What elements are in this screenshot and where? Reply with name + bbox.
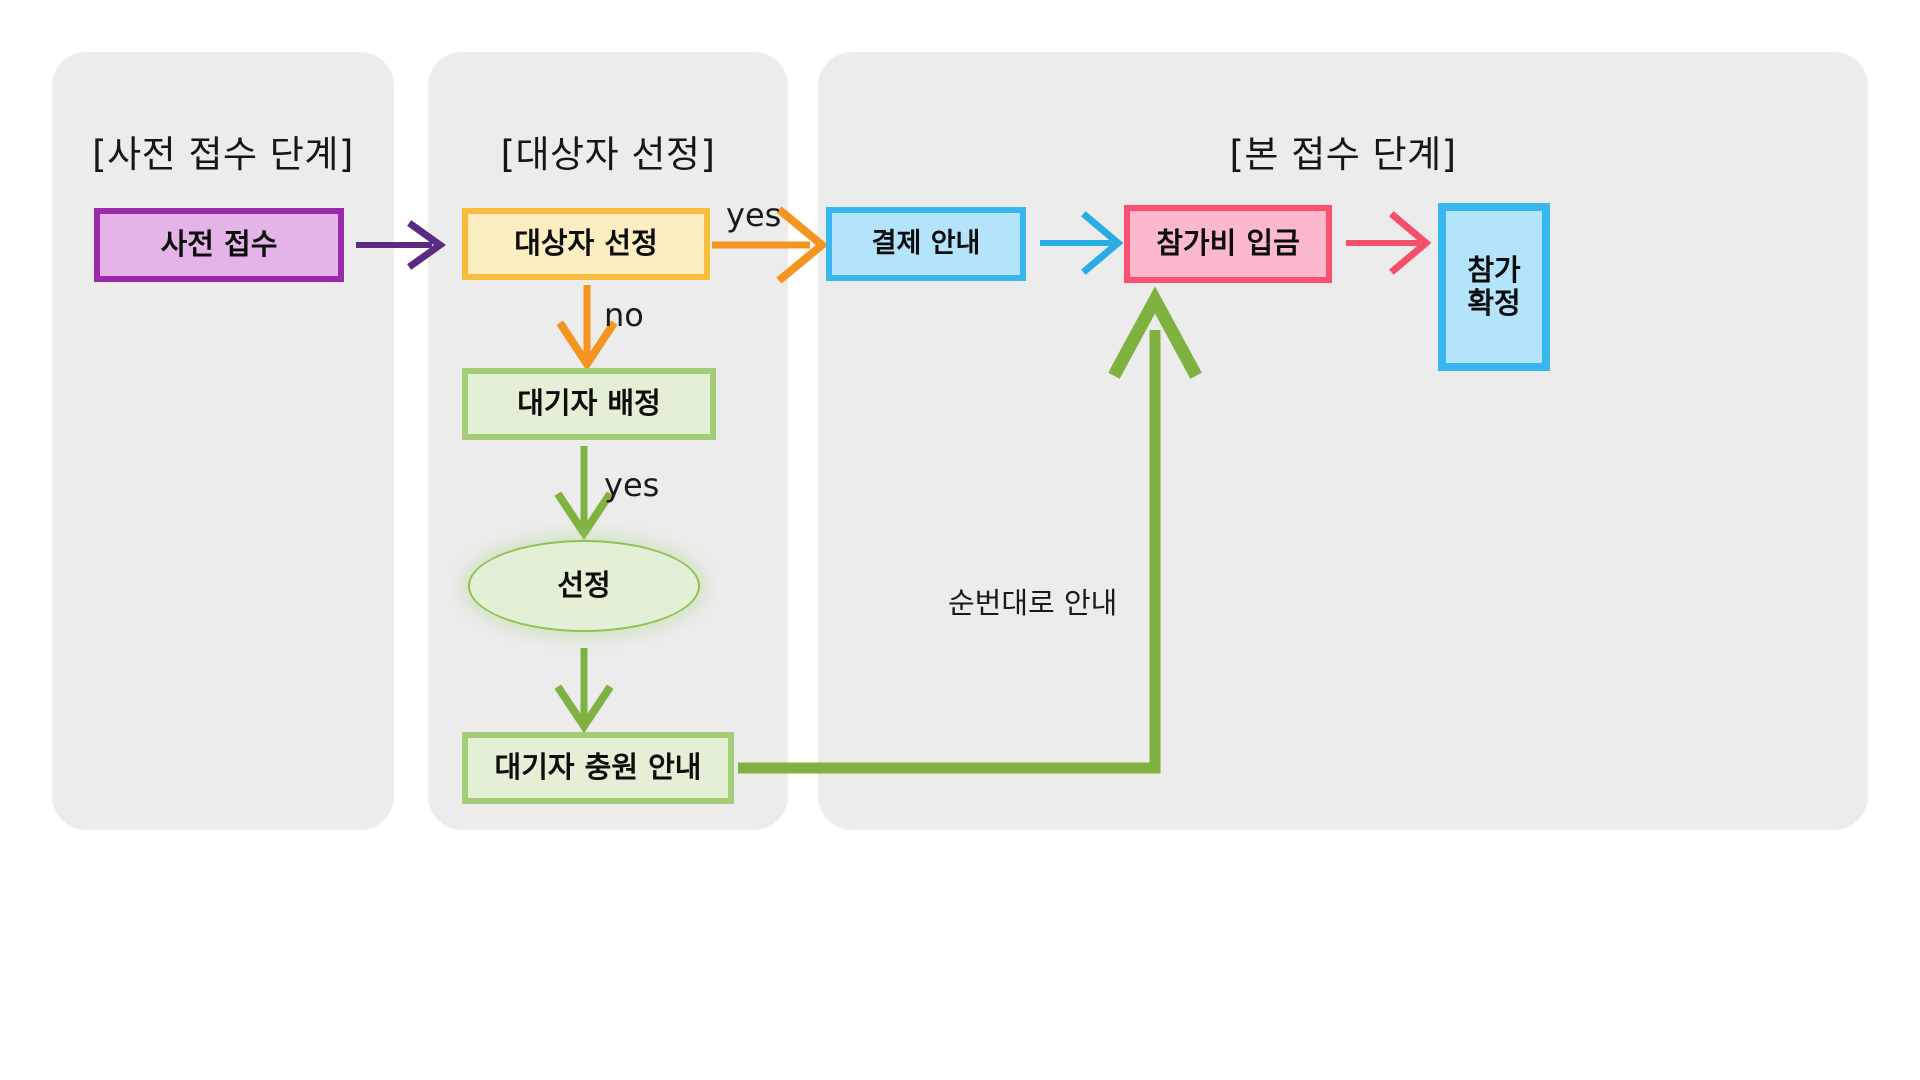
node-label-target-selection: 대상자 선정	[514, 226, 658, 261]
node-label-participation-confirmed-line2: 확정	[1467, 286, 1521, 320]
edge-label-yes-target-selection: yes	[726, 196, 782, 234]
node-participation-confirmed[interactable]: 참가 확정	[1438, 203, 1550, 371]
lane-main-registration: [본 접수 단계]	[818, 52, 1868, 830]
lane-title-pre-registration: [사전 접수 단계]	[92, 133, 354, 176]
lane-target-selection: [대상자 선정]	[428, 52, 788, 830]
node-target-selection[interactable]: 대상자 선정	[462, 208, 710, 280]
edge-label-sequence-guide: 순번대로 안내	[948, 586, 1118, 620]
node-selected[interactable]: 선정	[468, 540, 700, 632]
node-waitlist-assignment[interactable]: 대기자 배정	[462, 368, 716, 440]
node-label-participation-confirmed-line1: 참가	[1467, 252, 1521, 287]
edge-label-no: no	[604, 296, 644, 334]
lane-title-main-registration: [본 접수 단계]	[1229, 133, 1457, 176]
node-waitlist-fill-notice[interactable]: 대기자 충원 안내	[462, 732, 734, 804]
node-label-waitlist-assignment: 대기자 배정	[517, 386, 661, 421]
node-label-selected: 선정	[557, 568, 611, 603]
edge-label-yes-waitlist: yes	[604, 466, 660, 504]
lane-title-target-selection: [대상자 선정]	[500, 133, 716, 176]
node-label-fee-deposit: 참가비 입금	[1156, 226, 1300, 261]
node-fee-deposit[interactable]: 참가비 입금	[1124, 205, 1332, 283]
node-label-waitlist-fill-notice: 대기자 충원 안내	[494, 750, 702, 785]
node-label-payment-info: 결제 안내	[871, 228, 981, 260]
node-label-pre-registration: 사전 접수	[160, 227, 278, 262]
node-pre-registration[interactable]: 사전 접수	[94, 208, 344, 282]
lane-pre-registration: [사전 접수 단계]	[52, 52, 394, 830]
node-payment-info[interactable]: 결제 안내	[826, 207, 1026, 281]
